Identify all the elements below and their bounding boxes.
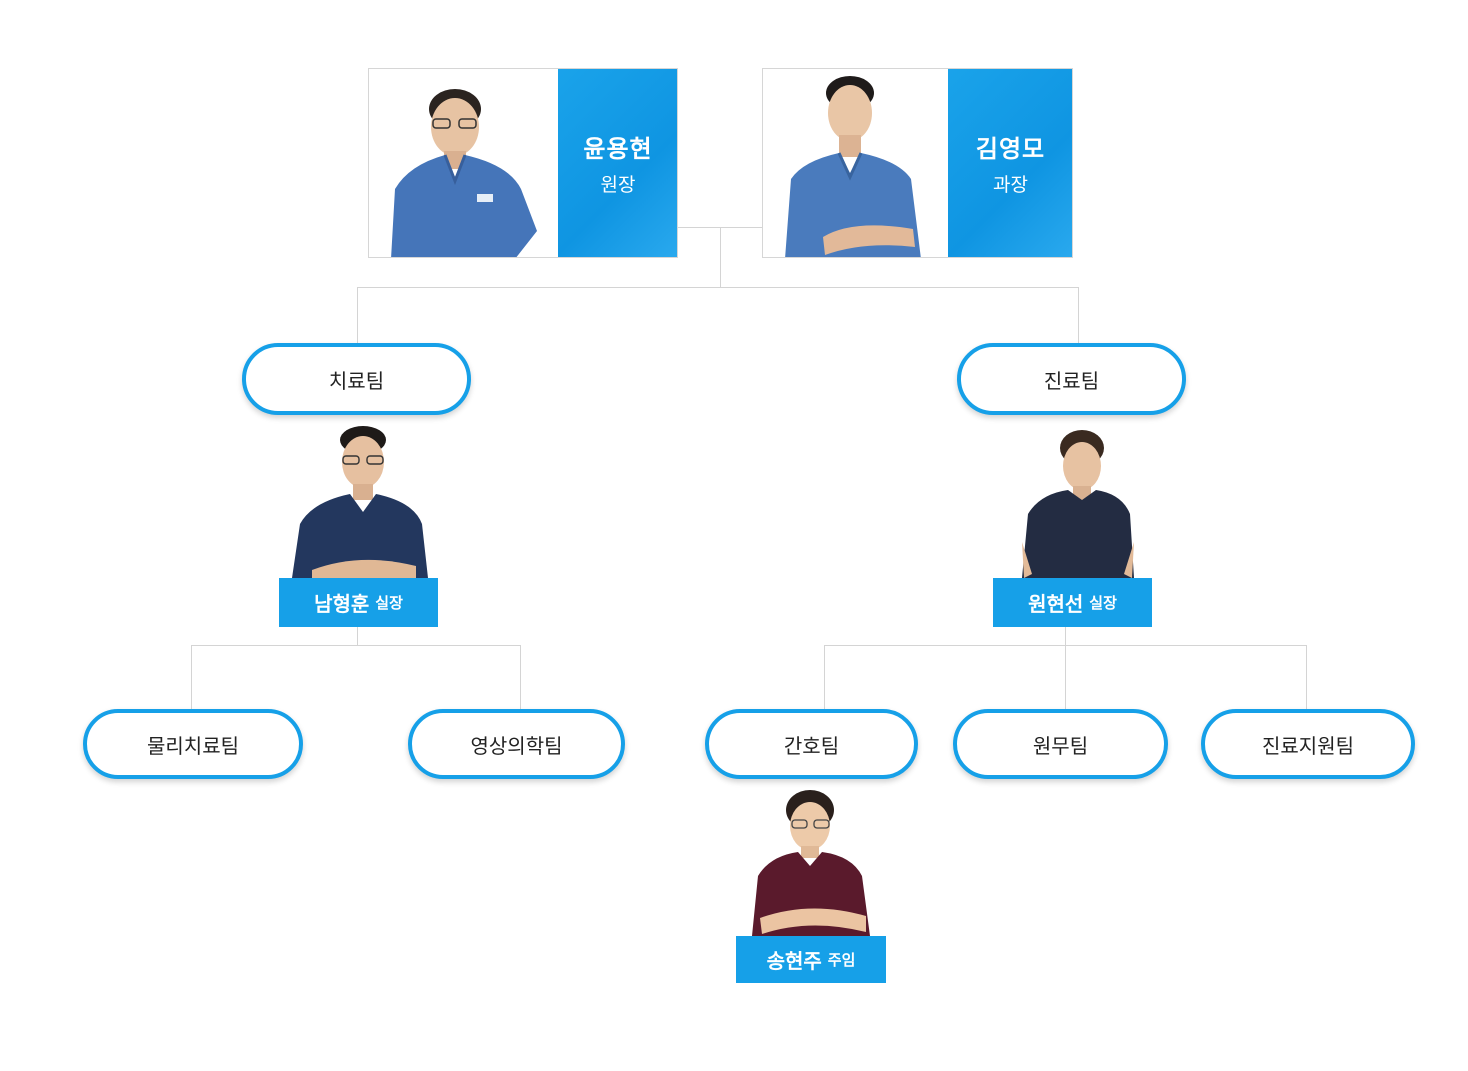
connector-clinic-lead-down (1065, 627, 1066, 645)
subteam-imaging[interactable]: 영상의학팀 (408, 709, 625, 779)
director-name-panel-2: 김영모 과장 (948, 69, 1072, 257)
clinic-lead-photo (1010, 424, 1140, 578)
connector-clinic-drop (1078, 287, 1079, 343)
connector-nursing-drop (824, 645, 825, 709)
connector-root-vertical (720, 227, 721, 287)
director-name-panel-1: 윤용현 원장 (558, 69, 677, 257)
director-card-2: 김영모 과장 (762, 68, 1073, 258)
team-clinic[interactable]: 진료팀 (957, 343, 1186, 415)
therapy-lead-photo (290, 424, 430, 578)
subteam-admin[interactable]: 원무팀 (953, 709, 1168, 779)
therapy-lead-label: 남형훈 실장 (279, 578, 438, 627)
director-photo-2 (763, 69, 949, 257)
nursing-lead-name: 송현주 (766, 949, 822, 973)
nursing-lead-photo (748, 786, 878, 936)
team-therapy[interactable]: 치료팀 (242, 343, 471, 415)
connector-admin-drop (1065, 645, 1066, 709)
subteam-support[interactable]: 진료지원팀 (1201, 709, 1415, 779)
connector-teams-horizontal (357, 287, 1079, 288)
director-photo-1 (369, 69, 559, 257)
subteam-physio[interactable]: 물리치료팀 (83, 709, 303, 779)
nursing-lead-role: 주임 (827, 951, 856, 969)
director-name-1: 윤용현 (583, 135, 653, 163)
subteam-nursing[interactable]: 간호팀 (705, 709, 918, 779)
director-role-2: 과장 (993, 174, 1028, 196)
director-name-2: 김영모 (975, 135, 1046, 163)
therapy-lead-role: 실장 (375, 594, 403, 612)
director-card-1: 윤용현 원장 (368, 68, 678, 258)
connector-physio-drop (191, 645, 192, 709)
clinic-lead-label: 원현선 실장 (993, 578, 1152, 627)
connector-imaging-drop (520, 645, 521, 709)
clinic-lead-role: 실장 (1089, 594, 1117, 612)
connector-therapy-sub-horizontal (191, 645, 520, 646)
therapy-lead-name: 남형훈 (314, 592, 370, 616)
clinic-lead-name: 원현선 (1028, 592, 1084, 616)
director-role-1: 원장 (600, 174, 636, 196)
connector-support-drop (1306, 645, 1307, 709)
connector-therapy-lead-down (357, 627, 358, 645)
nursing-lead-label: 송현주 주임 (736, 936, 886, 983)
connector-therapy-drop (357, 287, 358, 343)
